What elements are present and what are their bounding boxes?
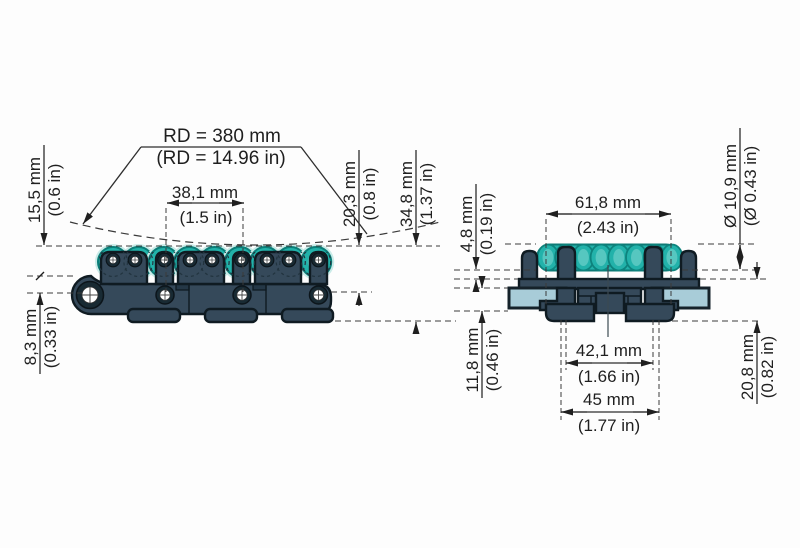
back-flex-arc [69,221,441,246]
reference-lines [27,208,766,420]
dim-guide-height-mm-label: 11,8 mm [463,328,482,393]
dim-plate-offset-in-label: (0.33 in) [41,306,60,368]
dim-back-flex-radius-in-label: (RD = 14.96 in) [156,148,285,169]
dim-pitch-in-label: (1.5 in) [180,208,233,227]
dim-back-flex-height-in-label: (0.6 in) [45,164,64,217]
end-view [507,243,711,337]
dim-guide-height-in-label: (0.46 in) [483,329,502,391]
center-stem [594,291,626,315]
dim-tick-slash [35,271,45,281]
dim-back-flex-radius-mm-label: RD = 380 mm [163,126,281,147]
dim-roller-protrusion-mm-label: 4,8 mm [457,196,476,253]
plate-seam-line [188,284,267,313]
dim-overall-height-mm-label: 34,8 mm [397,161,416,227]
side-view [70,244,335,324]
dim-lower-height-mm-label: 20,8 mm [738,334,757,400]
dimension-labels: RD = 380 mm (RD = 14.96 in) 38,1 mm (1.5… [21,126,777,435]
dimension-lines [36,128,761,416]
plate-feet [126,307,335,324]
dim-roller-width-mm-label: 61,8 mm [575,193,641,212]
end-bushing-hole [75,280,105,310]
dim-roller-protrusion-in-label: (0.19 in) [477,193,496,255]
side-posts [520,245,698,286]
dim-roller-height-mm-label: 20,3 mm [340,161,359,227]
dim-back-flex-height-mm-label: 15,5 mm [25,157,44,223]
tab-holes [105,252,326,268]
dim-overall-height-in-label: (1.37 in) [417,163,436,225]
dim-lower-height-in-label: (0.82 in) [758,336,777,398]
dim-outer-width-mm-label: 45 mm [583,390,635,409]
dim-inner-width-in-label: (1.66 in) [578,367,640,386]
dim-outer-width-in-label: (1.77 in) [578,416,640,435]
dim-roller-diameter-mm-label: Ø 10,9 mm [721,144,740,228]
base-foot-left [544,302,596,323]
dim-plate-offset-mm-label: 8,3 mm [21,309,40,366]
dim-inner-width-mm-label: 42,1 mm [576,341,642,360]
dim-roller-width-in-label: (2.43 in) [577,218,639,237]
dim-roller-diameter-in-label: (Ø 0.43 in) [741,146,760,226]
dim-roller-height-in-label: (0.8 in) [360,168,379,221]
base-foot-right [624,302,676,323]
dim-pitch-mm-label: 38,1 mm [172,183,238,202]
